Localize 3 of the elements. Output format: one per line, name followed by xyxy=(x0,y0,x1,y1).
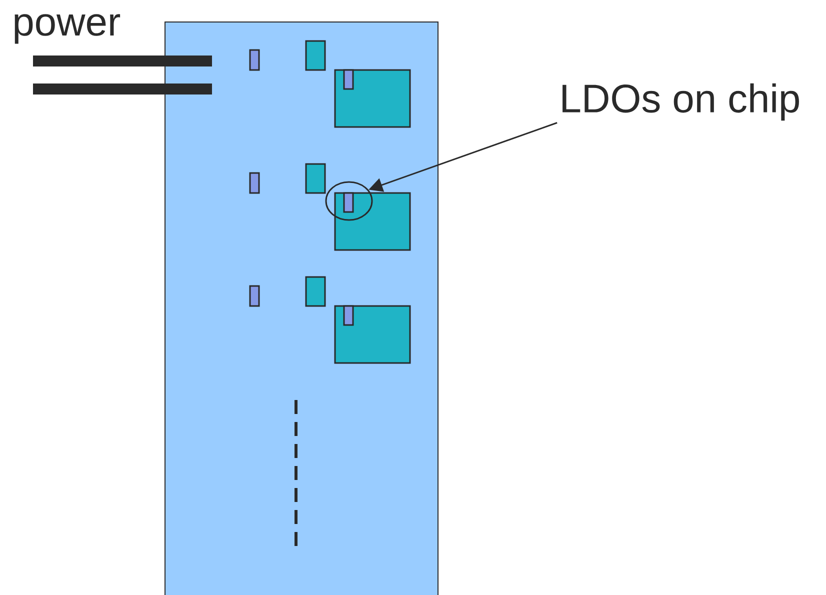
callout-text: LDOs on chip xyxy=(562,83,799,121)
highlight-ellipse xyxy=(325,181,373,221)
label: power xyxy=(14,14,120,44)
